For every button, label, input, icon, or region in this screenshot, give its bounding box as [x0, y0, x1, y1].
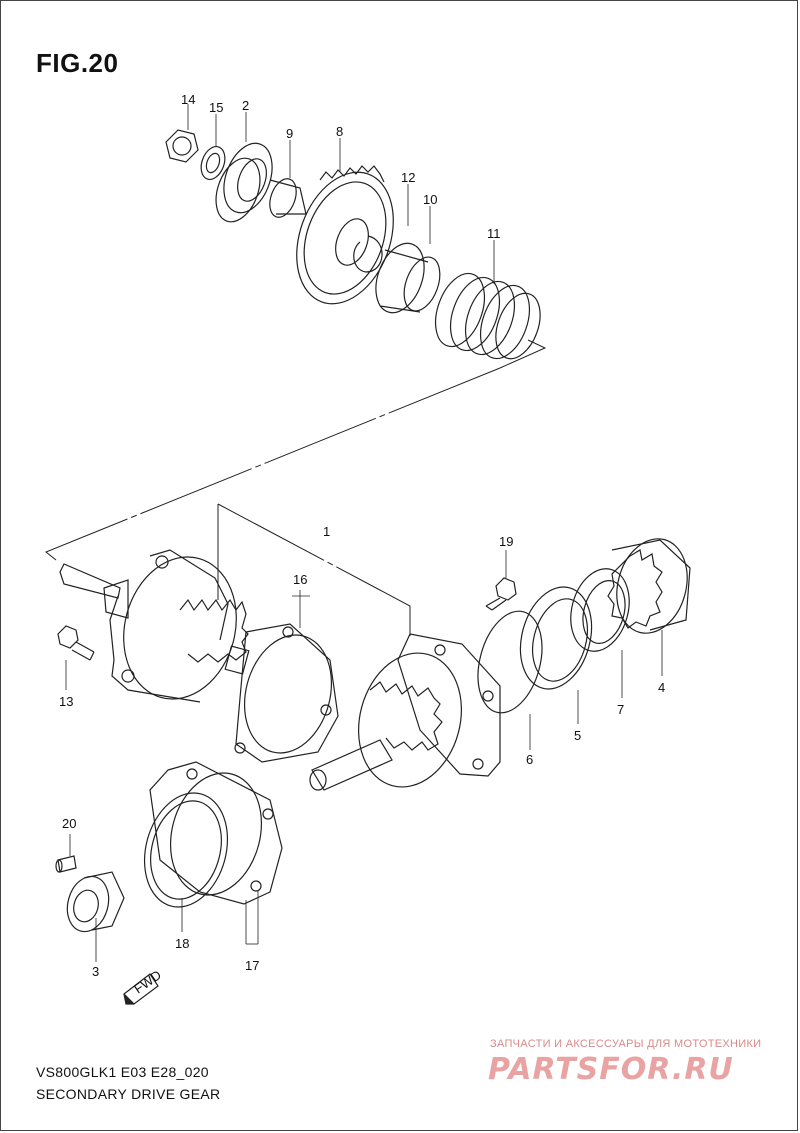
watermark-tagline: ЗАПЧАСТИ И АКСЕССУАРЫ ДЛЯ МОТОТЕХНИКИ — [490, 1038, 762, 1050]
callout-10: 10 — [423, 192, 437, 207]
assembly-boundary — [45, 339, 547, 636]
part-2-bearing — [215, 142, 273, 223]
part-10-cam — [375, 242, 441, 314]
callout-3: 3 — [92, 964, 99, 979]
part-19-bolt — [485, 577, 517, 611]
callout-16: 16 — [293, 572, 307, 587]
callout-18: 18 — [175, 936, 189, 951]
part-20-dowel-pin — [55, 855, 77, 873]
callout-11: 11 — [487, 226, 501, 241]
callout-1: 1 — [323, 524, 330, 539]
fwd-arrow-icon: FWD — [123, 967, 164, 1005]
part-17-cover — [149, 761, 283, 905]
part-15-washer — [200, 145, 226, 181]
callout-4: 4 — [658, 680, 665, 695]
callout-14: 14 — [181, 92, 195, 107]
part-11-spring — [434, 272, 541, 360]
part-5-bearing — [519, 586, 593, 690]
callout-17: 17 — [245, 958, 259, 973]
part-6-o-ring — [477, 610, 543, 714]
callout-6: 6 — [526, 752, 533, 767]
part-4-ring-nut — [607, 538, 691, 634]
section-title: SECONDARY DRIVE GEAR — [36, 1086, 221, 1102]
callout-9: 9 — [286, 126, 293, 141]
callout-19: 19 — [499, 534, 513, 549]
callout-7: 7 — [617, 702, 624, 717]
figure-title: FIG.20 — [36, 48, 119, 78]
callout-2: 2 — [242, 98, 249, 113]
part-3-bearing — [66, 871, 125, 933]
callout-8: 8 — [336, 124, 343, 139]
part-16-gasket — [234, 623, 339, 763]
upper-leader-lines — [187, 104, 495, 284]
model-code: VS800GLK1 E03 E28_020 — [36, 1064, 209, 1080]
callout-13: 13 — [59, 694, 73, 709]
part-14-nut — [165, 129, 199, 163]
part-12-circlip — [353, 235, 383, 273]
lower-leader-lines — [65, 550, 663, 962]
watermark-logo: PARTSFOR.RU — [488, 1052, 734, 1087]
callout-20: 20 — [62, 816, 76, 831]
part-1-housing-left — [59, 549, 250, 703]
part-13-bolt — [57, 625, 95, 661]
part-18-seal — [143, 792, 229, 908]
part-7-bearing — [570, 568, 630, 652]
part-1-housing-right — [309, 633, 501, 791]
part-9-bushing — [269, 178, 307, 218]
callout-5: 5 — [574, 728, 581, 743]
callout-12: 12 — [401, 170, 415, 185]
callout-15: 15 — [209, 100, 223, 115]
part-8-gear — [296, 165, 394, 305]
